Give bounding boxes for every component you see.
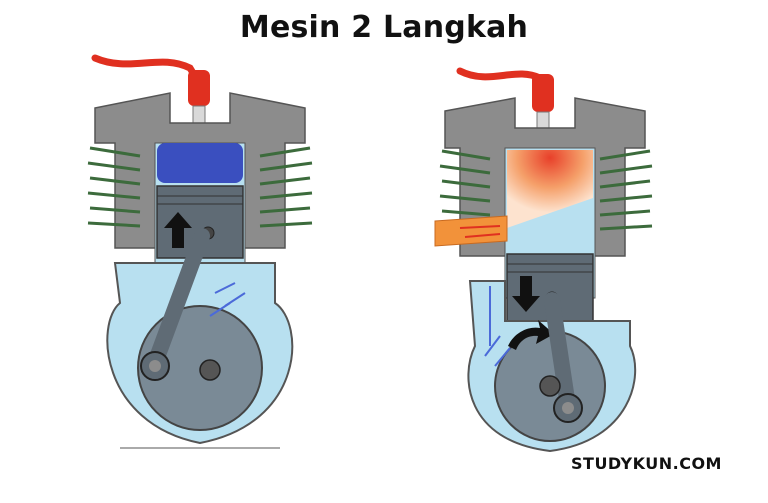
connecting-rod (544, 292, 576, 414)
engine-upstroke (87, 54, 313, 449)
watermark: STUDYKUN.COM (571, 454, 722, 473)
flow-arrows (209, 282, 246, 317)
combustion-gases (507, 150, 593, 228)
spark-plug-cap (188, 70, 210, 106)
arrow-down-icon (512, 276, 540, 312)
crank-shaft (539, 375, 561, 397)
flow-arrows (484, 286, 511, 367)
exhaust-arrows (459, 225, 501, 238)
cooling-fins-right (259, 146, 313, 228)
cooling-fins-left (87, 146, 141, 228)
spark-plug-cap (532, 74, 554, 112)
cooling-fins-left (439, 149, 491, 217)
diagram-title: Mesin 2 Langkah (239, 10, 529, 45)
exhaust-port (434, 215, 508, 247)
crank-shaft (199, 359, 221, 381)
rotation-arrow-icon (508, 320, 554, 350)
spark-plug-wire (91, 54, 209, 97)
cooling-fins-right (599, 149, 653, 231)
compressed-charge (157, 143, 243, 183)
connecting-rod (147, 228, 210, 371)
arrow-up-icon (164, 212, 192, 248)
engine-downstroke (434, 67, 653, 453)
